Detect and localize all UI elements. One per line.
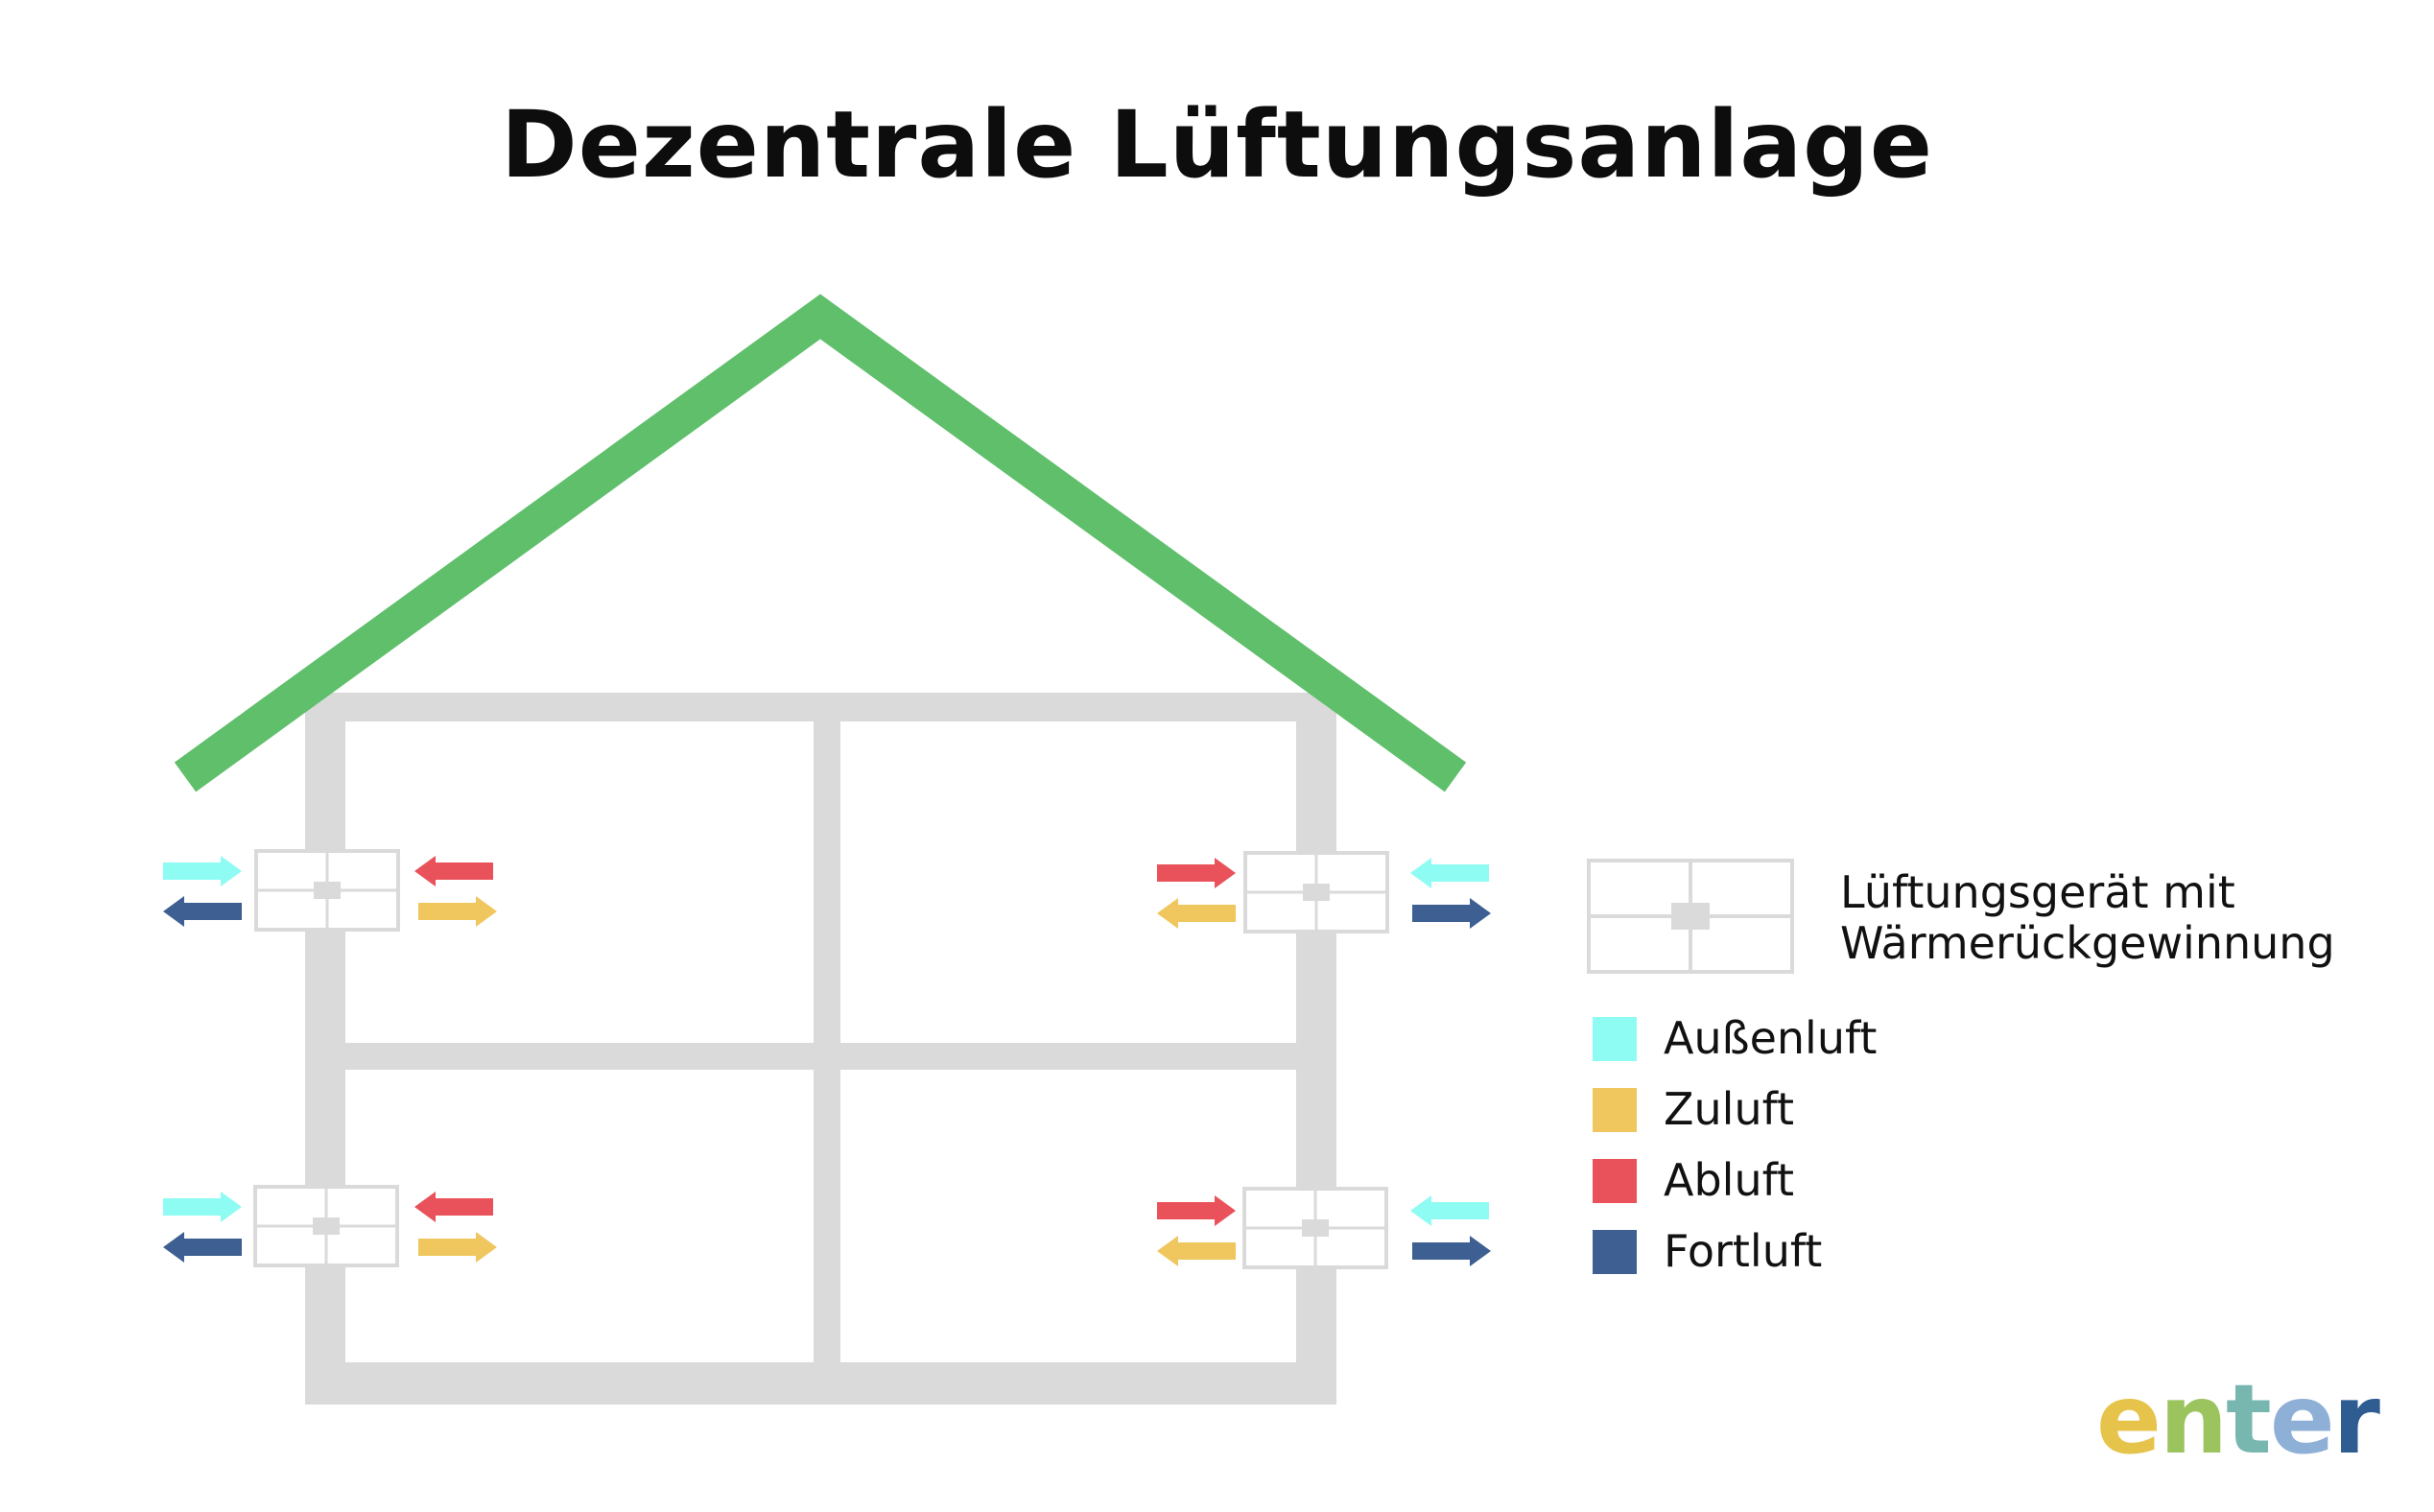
- ventilation-unit-icon: [1243, 851, 1389, 933]
- fortluft-arrow-icon: [1412, 898, 1491, 929]
- legend-swatch-abluft: [1593, 1159, 1637, 1203]
- airflow-arrows: [163, 856, 1491, 1266]
- zuluft-arrow-icon: [1157, 1236, 1236, 1266]
- aussenluft-arrow-icon: [1410, 1195, 1489, 1226]
- legend-label-abluft: Abluft: [1664, 1154, 1795, 1206]
- abluft-arrow-icon: [1157, 1195, 1236, 1226]
- legend-device-label-line1: Lüftungsgerät mit: [1840, 866, 2235, 918]
- legend-swatch-aussenluft: [1593, 1017, 1637, 1061]
- zuluft-arrow-icon: [418, 896, 497, 927]
- legend-label-fortluft: Fortluft: [1664, 1225, 1823, 1277]
- legend-label-aussenluft: Außenluft: [1664, 1012, 1878, 1064]
- abluft-arrow-icon: [414, 1192, 493, 1222]
- abluft-arrow-icon: [1157, 858, 1236, 888]
- abluft-arrow-icon: [414, 856, 493, 886]
- logo-letter: t: [2226, 1363, 2272, 1476]
- fortluft-arrow-icon: [163, 1232, 242, 1263]
- aussenluft-arrow-icon: [1410, 858, 1489, 888]
- legend-label-zuluft: Zuluft: [1664, 1083, 1795, 1135]
- ventilation-unit-icon: [253, 1185, 399, 1267]
- house-walls: [305, 693, 1336, 1405]
- aussenluft-arrow-icon: [163, 1192, 242, 1222]
- legend-device-label-line2: Wärmerückgewinnung: [1840, 917, 2335, 969]
- logo-letter: r: [2332, 1363, 2380, 1476]
- legend-ventilation-unit-icon: [1587, 859, 1794, 974]
- fortluft-arrow-icon: [1412, 1236, 1491, 1266]
- legend-swatch-fortluft: [1593, 1230, 1637, 1274]
- logo-letter: e: [2096, 1363, 2162, 1476]
- ventilation-unit-icon: [254, 849, 400, 932]
- zuluft-arrow-icon: [418, 1232, 497, 1263]
- floor-middle: [305, 1043, 1336, 1070]
- ventilation-unit-icon: [1242, 1187, 1388, 1269]
- fortluft-arrow-icon: [163, 896, 242, 927]
- legend-swatch-zuluft: [1593, 1088, 1637, 1132]
- aussenluft-arrow-icon: [163, 856, 242, 886]
- page-title: Dezentrale Lüftungsanlage: [501, 91, 1933, 199]
- logo-letter: e: [2269, 1363, 2335, 1476]
- enter-logo: enter: [2096, 1363, 2380, 1476]
- zuluft-arrow-icon: [1157, 898, 1236, 929]
- roof: [174, 294, 1467, 792]
- logo-letter: n: [2159, 1363, 2228, 1476]
